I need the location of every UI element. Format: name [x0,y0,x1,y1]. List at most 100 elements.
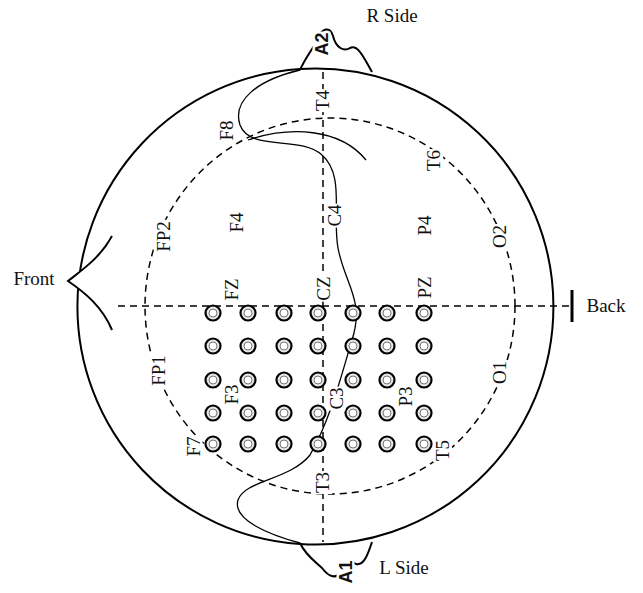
electrode-label: O2 [490,223,509,248]
electrode [346,306,361,321]
electrode [311,373,326,388]
electrode-core [244,309,252,317]
electrode-core [349,440,357,448]
electrode [417,373,432,388]
electrode-core [209,376,217,384]
electrode-core [383,309,391,317]
electrode-core [420,342,428,350]
back-mark [571,290,574,322]
nose [68,236,112,330]
electrode [241,373,256,388]
electrode [380,406,395,421]
electrode [346,406,361,421]
electrode-core [280,440,288,448]
electrode-label: F8 [216,119,235,141]
electrode-label: T4 [313,88,332,111]
electrode [206,406,221,421]
electrode-core [383,409,391,417]
electrode [206,306,221,321]
electrode-core [420,440,428,448]
electrode-label: T3 [313,470,332,493]
electrode [277,437,292,452]
brain-outline [237,70,356,543]
electrode-core [209,409,217,417]
electrode-core [349,409,357,417]
ear [300,29,372,72]
reference-electrode: A2 [313,31,331,56]
direction-label: Back [585,296,626,315]
electrode-core [314,440,322,448]
brain-outline [248,132,366,160]
side-label: L Side [378,558,429,577]
electrode-label: FP2 [153,220,172,253]
electrode [346,339,361,354]
electrode-core [314,376,322,384]
electrode-label: O1 [490,359,509,384]
electrode [241,339,256,354]
electrode-label: C3 [327,386,346,410]
electrode-core [244,409,252,417]
electrode-core [349,376,357,384]
electrode [417,306,432,321]
electrode-core [280,409,288,417]
electrode [417,339,432,354]
electrode [380,373,395,388]
electrode-core [244,376,252,384]
electrode [241,406,256,421]
electrode-label: FZ [222,277,241,301]
electrode-core [420,376,428,384]
electrode-core [244,342,252,350]
electrode-label: T6 [424,148,443,171]
electrode [311,306,326,321]
electrode-label: F3 [221,383,240,405]
electrode [277,306,292,321]
electrode-core [383,376,391,384]
electrode-label: FP1 [148,354,167,387]
electrode-label: P4 [414,214,433,236]
electrode-core [349,309,357,317]
electrode [380,339,395,354]
electrode [241,306,256,321]
electrode-core [383,440,391,448]
electrode-core [280,309,288,317]
electrode-core [420,309,428,317]
electrode [380,306,395,321]
electrode-core [314,409,322,417]
electrode-label: C4 [325,203,344,227]
reference-electrode: A1 [337,559,355,584]
electrode [311,437,326,452]
electrode [206,339,221,354]
electrode-core [280,376,288,384]
electrode-core [314,342,322,350]
electrode-label: PZ [415,275,434,299]
electrode-core [383,342,391,350]
electrode [206,437,221,452]
side-label: R Side [365,6,418,25]
electrode-label: P3 [395,385,414,407]
electrode [346,437,361,452]
direction-label: Front [12,269,55,288]
dashed-axis [118,305,572,307]
electrode [346,373,361,388]
electrode [311,339,326,354]
electrode [417,437,432,452]
electrode [277,406,292,421]
electrode [277,339,292,354]
electrode-core [209,440,217,448]
electrode-label: CZ [314,275,333,301]
electrode-core [209,342,217,350]
electrode-core [280,342,288,350]
electrode [417,406,432,421]
electrode [311,406,326,421]
electrode [241,437,256,452]
electrode [277,373,292,388]
electrode-label: F7 [183,435,202,457]
electrode-core [244,440,252,448]
electrode [206,373,221,388]
electrode-label: F4 [226,211,245,233]
electrode-core [209,309,217,317]
electrode-core [420,409,428,417]
electrode [380,437,395,452]
electrode-core [314,309,322,317]
